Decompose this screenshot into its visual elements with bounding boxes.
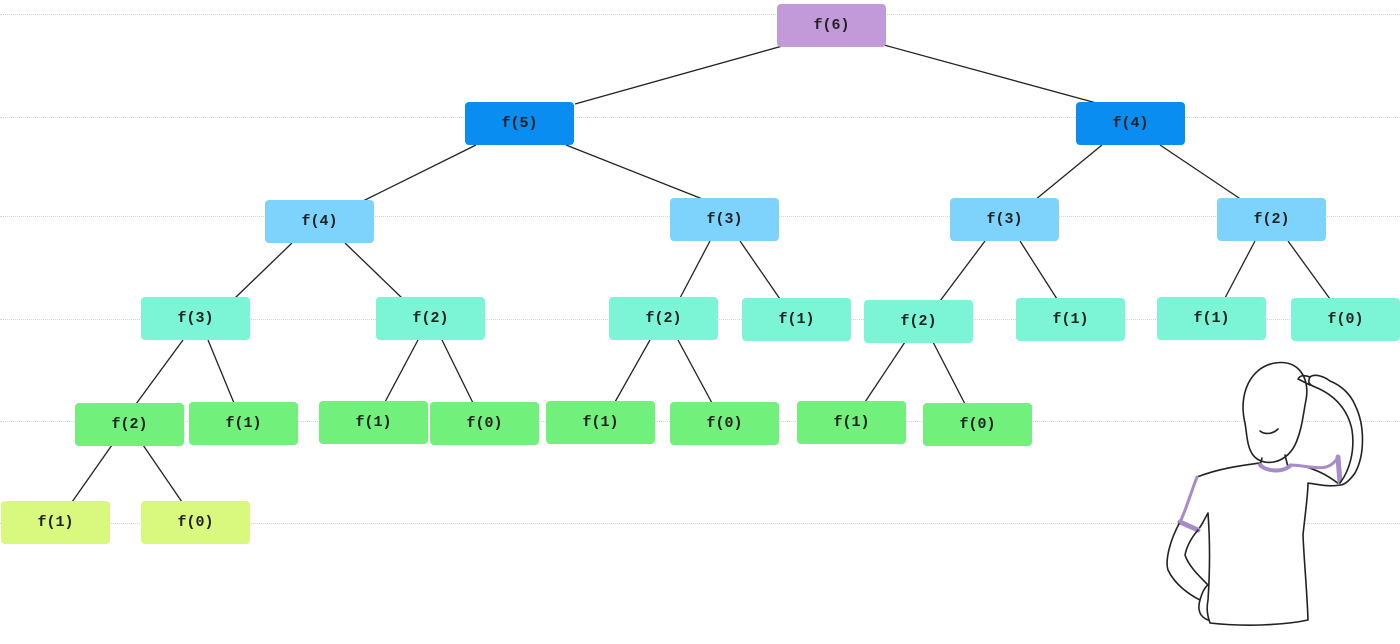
shirt	[1179, 462, 1341, 626]
node-l3: f(2)	[609, 297, 718, 340]
node-l2: f(3)	[670, 198, 779, 241]
node-l4: f(0)	[670, 402, 779, 445]
edge	[574, 44, 787, 105]
edge	[565, 144, 706, 201]
guide-line	[0, 117, 1400, 118]
edge	[679, 240, 711, 299]
mouth	[1259, 428, 1279, 435]
node-l3: f(1)	[1157, 297, 1266, 340]
node-l1: f(5)	[465, 102, 574, 145]
node-l3: f(2)	[864, 300, 973, 343]
node-l3: f(2)	[376, 297, 485, 340]
node-l3: f(0)	[1291, 298, 1400, 341]
node-l2: f(2)	[1217, 198, 1326, 241]
edge	[362, 144, 477, 202]
edge	[234, 242, 293, 299]
node-l4: f(1)	[319, 401, 428, 444]
edge	[614, 339, 651, 403]
edge	[1159, 144, 1243, 201]
hip-arm	[1166, 521, 1209, 601]
guide-line	[0, 14, 1400, 15]
edge	[1019, 240, 1058, 300]
node-l3: f(1)	[1016, 298, 1125, 341]
edge	[441, 339, 474, 404]
edge	[207, 339, 235, 404]
node-l4: f(2)	[75, 403, 184, 446]
node-l3: f(1)	[742, 298, 851, 341]
edge	[932, 341, 966, 405]
edge	[677, 339, 713, 404]
node-l4: f(0)	[923, 403, 1032, 446]
node-l4: f(1)	[546, 401, 655, 444]
edge	[135, 339, 184, 405]
node-l4: f(0)	[430, 402, 539, 445]
person-scratching-head-illustration	[1166, 361, 1364, 626]
edge	[384, 339, 419, 403]
edge	[344, 242, 403, 299]
node-l2: f(4)	[265, 200, 374, 243]
edge	[1034, 144, 1103, 201]
edge	[864, 341, 906, 403]
edge	[1224, 240, 1256, 299]
node-l3: f(3)	[141, 297, 250, 340]
edge	[1287, 240, 1331, 300]
guide-line	[0, 523, 1400, 524]
node-l2: f(3)	[950, 198, 1059, 241]
edge	[739, 240, 781, 300]
node-l4: f(1)	[797, 401, 906, 444]
node-l1: f(4)	[1076, 102, 1185, 145]
raised-arm	[1308, 374, 1364, 486]
node-l5: f(1)	[1, 501, 110, 544]
edge	[883, 44, 1101, 105]
node-l5: f(0)	[141, 501, 250, 544]
edge	[142, 444, 183, 503]
head-outline	[1242, 361, 1308, 464]
edge	[939, 240, 986, 302]
node-root: f(6)	[777, 4, 886, 47]
node-l4: f(1)	[189, 402, 298, 445]
edge	[71, 444, 113, 503]
